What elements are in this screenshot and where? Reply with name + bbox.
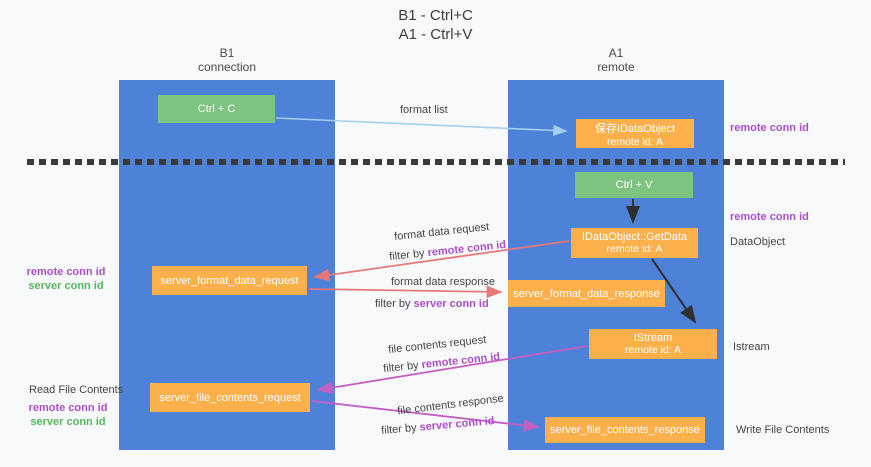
lane-a1-subtitle: remote [597,60,635,74]
left-label-server-conn-id-2: server conn id [30,416,106,428]
node-server-format-data-request: server_format_data_request [152,266,307,295]
node-server-format-data-response-label: server_format_data_response [513,287,660,300]
label-filter-by-text: filter by [380,421,421,437]
node-server-file-contents-request: server_file_contents_request [150,383,310,412]
node-server-file-contents-request-label: server_file_contents_request [159,391,301,404]
node-server-file-contents-response-label: server_file_contents_response [550,424,700,436]
label-filter-by-text: filter by [382,359,423,376]
label-server-conn-id: server conn id [413,298,489,310]
format-data-response-arrow [308,285,503,299]
node-save-idataobject-line2: remote id: A [606,135,664,148]
node-ctrl-c: Ctrl + C [158,95,275,123]
node-server-format-data-request-label: server_format_data_request [160,274,299,287]
lane-header-a1: A1 remote [556,46,676,74]
right-label-dataobject: DataObject [730,236,786,248]
node-ctrl-c-label: Ctrl + C [197,103,236,115]
title-line-2: A1 - Ctrl+V [398,26,473,43]
node-ctrl-v-label: Ctrl + V [615,179,653,191]
label-format-data-request: format data request [393,221,490,243]
session-separator-line [27,159,845,165]
node-save-idataobject-line1: 保存IDataObject [594,122,676,135]
right-label-remote-conn-id-1: remote conn id [730,122,809,134]
right-label-istream: Istream [733,341,770,353]
label-format-list: format list [400,104,448,116]
label-remote-conn-id: remote conn id [420,350,501,372]
node-istream-line1: IStream [633,332,673,344]
right-label-remote-conn-id-2: remote conn id [730,211,809,223]
left-label-server-conn-id-1: server conn id [28,280,104,292]
label-format-data-response: format data response [391,276,495,288]
node-server-file-contents-response: server_file_contents_response [545,417,705,443]
title-line-1: B1 - Ctrl+C [398,7,473,24]
lane-a1-name: A1 [608,46,624,60]
node-idataobject-getdata-line1: IDataObject::GetData [581,231,688,243]
left-label-read-file-contents: Read File Contents [29,384,124,396]
left-conn-id-stack-1: remote conn id server conn id [26,265,106,293]
lane-b1-name: B1 [219,46,235,60]
node-istream-line2: remote id: A [624,344,682,356]
right-label-write-file-contents: Write File Contents [736,424,830,436]
label-filter-by-text: filter by [375,298,414,310]
node-save-idataobject: 保存IDataObject remote id: A [576,119,694,148]
diagram-title: B1 - Ctrl+C A1 - Ctrl+V [0,6,871,44]
lane-b1-subtitle: connection [197,60,257,74]
node-idataobject-getdata-line2: remote id: A [606,243,663,255]
node-server-format-data-response: server_format_data_response [508,280,665,307]
label-remote-conn-id: remote conn id [426,238,507,260]
left-label-remote-conn-id-1: remote conn id [26,266,106,278]
left-conn-id-stack-2: remote conn id server conn id [28,401,108,429]
label-file-contents-response: file contents response [396,392,505,418]
node-istream: IStream remote id: A [589,329,717,359]
label-filter-by-text: filter by [388,247,429,264]
label-server-conn-id: server conn id [419,415,496,434]
lane-header-b1: B1 connection [167,46,287,74]
label-filter-by-server-2: filter by server conn id [381,415,495,437]
node-ctrl-v: Ctrl + V [575,172,693,198]
label-filter-by-remote-1: filter by remote conn id [389,239,507,263]
label-filter-by-server-1: filter by server conn id [375,298,489,310]
node-idataobject-getdata: IDataObject::GetData remote id: A [571,228,698,258]
left-label-remote-conn-id-2: remote conn id [28,402,108,414]
